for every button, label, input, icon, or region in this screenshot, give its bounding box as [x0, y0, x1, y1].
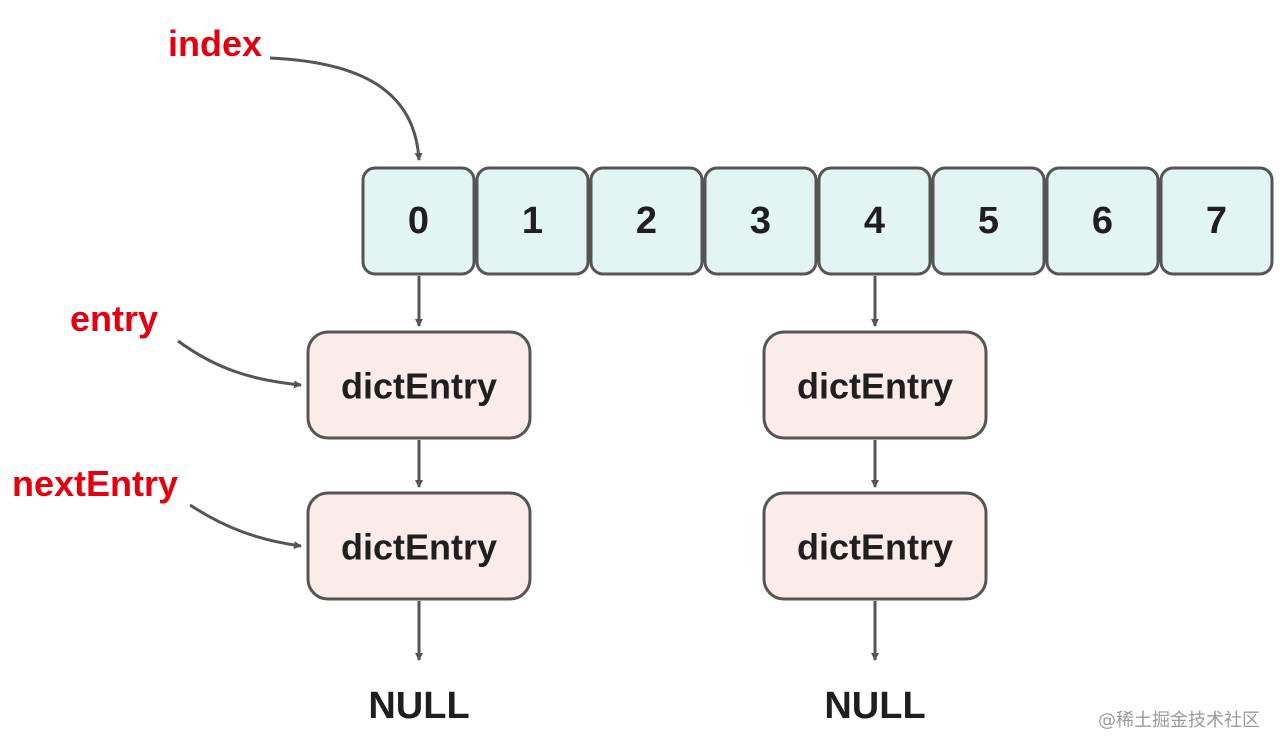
next-entry-pointer-arrow [189, 503, 302, 549]
slot-index-label: 5 [978, 200, 999, 242]
dict-entry-box [306, 330, 532, 440]
null-terminator: NULL [824, 685, 925, 727]
dict-entry-label: dictEntry [341, 527, 497, 568]
dict-entry-label: dictEntry [341, 366, 497, 407]
slot-box [589, 166, 704, 276]
slot-box [703, 166, 818, 276]
slot-box [475, 166, 590, 276]
slot-box [1045, 166, 1160, 276]
slot-index-label: 3 [750, 200, 771, 242]
slot-box [817, 166, 932, 276]
slot-6: 6 [1045, 166, 1160, 276]
slot-index-label: 6 [1092, 200, 1113, 242]
slot-4: 4 [817, 166, 932, 276]
entry-pointer-arrow [177, 339, 302, 389]
pointer-index: index [168, 23, 423, 161]
slot-box [1159, 166, 1274, 276]
slot-0: 0 [361, 166, 476, 276]
dict-entry-label: dictEntry [797, 366, 953, 407]
slot-index-label: 1 [522, 200, 543, 242]
bucket-0-chain: dictEntry dictEntry NULL [306, 276, 532, 727]
dict-entry-label: dictEntry [797, 527, 953, 568]
slot-index-label: 4 [864, 200, 885, 242]
slot-box [361, 166, 476, 276]
watermark: @稀土掘金技术社区 [1098, 710, 1260, 731]
slot-7: 7 [1159, 166, 1274, 276]
bucket-4-chain: dictEntry dictEntry NULL [762, 276, 988, 727]
dict-entry-box [762, 491, 988, 601]
slot-index-label: 0 [408, 200, 429, 242]
pointer-entry: entry [70, 298, 302, 389]
slot-array: 0 1 2 3 4 5 6 7 [361, 166, 1274, 276]
slot-5: 5 [931, 166, 1046, 276]
slot-2: 2 [589, 166, 704, 276]
index-pointer-label: index [168, 23, 262, 64]
next-entry-pointer-label: nextEntry [12, 463, 178, 504]
slot-box [931, 166, 1046, 276]
dict-entry-box [306, 491, 532, 601]
entry-pointer-label: entry [70, 298, 158, 339]
index-pointer-arrow [269, 56, 423, 161]
null-terminator: NULL [368, 685, 469, 727]
slot-index-label: 7 [1206, 200, 1227, 242]
dict-entry-box [762, 330, 988, 440]
pointer-next-entry: nextEntry [12, 463, 302, 549]
slot-1: 1 [475, 166, 590, 276]
slot-index-label: 2 [636, 200, 657, 242]
slot-3: 3 [703, 166, 818, 276]
